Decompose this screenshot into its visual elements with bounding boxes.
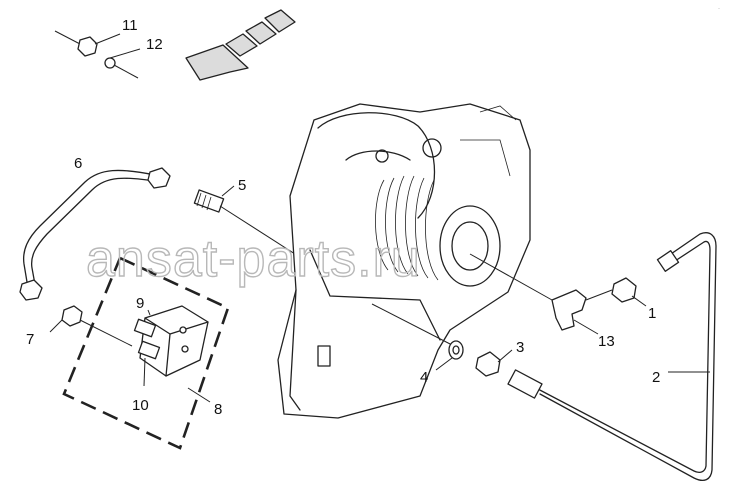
hydraulic-line-left: [19, 167, 171, 301]
valve-assembly-box: [62, 256, 230, 450]
callout-3: 3: [516, 339, 524, 356]
callout-7: 7: [26, 331, 34, 348]
hydraulic-line-right: [507, 232, 717, 481]
washer-icon: [104, 48, 141, 79]
callout-9: 9: [136, 295, 144, 312]
winch-assembly-icon: [277, 103, 531, 419]
elbow-fitting-icon: [469, 253, 599, 335]
washer-icon: [435, 340, 464, 371]
nut-icon: [54, 30, 121, 57]
watermark-text: ansat-parts.ru: [86, 230, 421, 288]
callout-10: 10: [132, 397, 149, 414]
callout-1: 1: [648, 305, 656, 322]
front-direction-arrow-icon: [185, 9, 296, 81]
callout-11: 11: [122, 17, 138, 34]
callout-8: 8: [214, 401, 222, 418]
callout-13: 13: [598, 333, 615, 350]
nut-icon: [475, 349, 513, 377]
callout-2: 2: [652, 369, 660, 386]
fitting-icon: [49, 305, 133, 347]
valve-block-icon: [133, 305, 209, 387]
callout-6: 6: [74, 155, 82, 172]
corner-mark: ·: [718, 6, 720, 12]
callout-4: 4: [420, 369, 428, 386]
fitting-icon: [585, 277, 647, 307]
callout-5: 5: [238, 177, 246, 194]
callout-12: 12: [146, 36, 163, 53]
